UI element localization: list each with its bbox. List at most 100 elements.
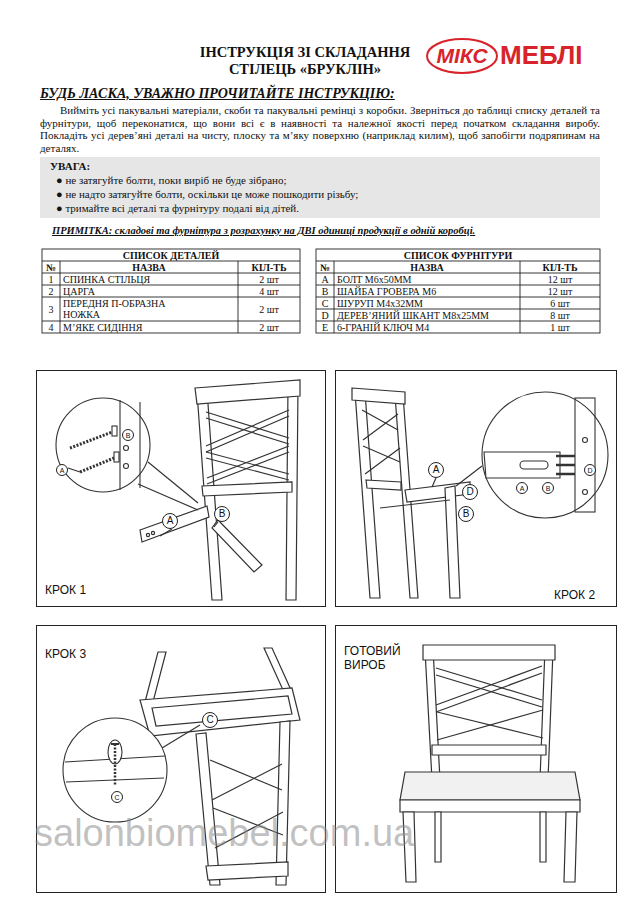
chair-step3-part (264, 648, 291, 690)
table-cell: 6 шт (520, 297, 600, 309)
chair-step3-part (210, 760, 282, 790)
chair-finished-part (432, 745, 546, 755)
chair-finished-part (436, 673, 542, 712)
table-grid-part (316, 249, 600, 333)
table-cell: 4 (42, 321, 60, 333)
table-cell: 12 шт (520, 285, 600, 297)
chair-step1-part (202, 482, 292, 496)
table-grid-part (334, 261, 335, 333)
table-cell: 2 шт (238, 321, 300, 333)
magnifier-step1-part (139, 402, 140, 488)
magnifier-step3 (63, 718, 167, 822)
table-cell: E (316, 321, 334, 333)
table-cell: ЦАРГА (60, 285, 238, 297)
callout-letter: A (520, 485, 525, 492)
table-grid-part (316, 297, 600, 298)
table-grid-part (316, 321, 600, 322)
chair-finished-part (540, 812, 546, 862)
chair-step3-part (145, 652, 166, 702)
table-grid-part (60, 261, 61, 333)
table-cell: 2 (42, 285, 60, 297)
table-cell: 6-ГРАНІЙ КЛЮЧ М4 (334, 321, 520, 333)
callout-letter: B (126, 432, 131, 439)
table-cell: ДЕРЕВ’ЯНИЙ ШКАНТ М8х25ММ (334, 309, 520, 321)
chair-finished-part (425, 648, 440, 780)
table-cell: C (316, 297, 334, 309)
chair-step1-part (148, 462, 198, 503)
table-header: КІЛ-ТЬ (520, 261, 600, 273)
warning-band: УВАГА:● не затягуйте болти, поки виріб н… (40, 157, 600, 218)
chair-finished-part (564, 812, 577, 882)
chair-step1-part (206, 452, 289, 474)
brand-logo: МІКС (427, 44, 497, 68)
magnifier-step1-part (68, 468, 80, 472)
table-cell: ПЕРЕДНЯ П-ОБРАЗНА НОЖКА (60, 297, 238, 321)
chair-step1-part (206, 410, 289, 446)
step-label: КРОК 3 (45, 647, 86, 661)
chair-step2-part (355, 392, 380, 598)
magnifier-step2 (482, 392, 608, 518)
step-label: КРОК 2 (554, 588, 595, 602)
callout-circle: A (516, 482, 528, 494)
table-cell: B (316, 285, 334, 297)
chair-step1-part (160, 529, 172, 536)
magnifier-step2-part (556, 455, 575, 458)
warning-item: ● не надто затягуйте болти, оскільки це … (50, 187, 590, 201)
callout-circle: B (458, 506, 474, 522)
chair-step3-part (152, 696, 292, 726)
chair-step2-part (366, 480, 401, 490)
chair-step3-part (276, 721, 290, 885)
chair-step1-part (146, 533, 149, 536)
warning-item: ● тримайте всі деталі та фурнітуру подал… (50, 201, 590, 215)
table-header: НАЗВА (334, 261, 520, 273)
table-cell: 1 (42, 273, 60, 285)
chair-step1-part (206, 416, 289, 452)
table-grid-part (42, 285, 300, 286)
table-header: КІЛ-ТЬ (238, 261, 300, 273)
chair-step1-part (140, 506, 209, 542)
chair-step1-part (195, 380, 300, 404)
chair-finished-part (437, 710, 543, 740)
chair-finished-part (435, 812, 441, 862)
table-cell: М’ЯКЕ СИДІННЯ (60, 321, 238, 333)
magnifier-step3-part (114, 744, 117, 786)
table-grid-part (42, 321, 300, 322)
intro-paragraph: Вийміть усі пакувальні матеріали, скоби … (40, 104, 600, 154)
magnifier-step1-part (70, 432, 112, 448)
chair-step2-part (380, 500, 450, 508)
magnifier-step2-part (575, 398, 595, 512)
table-grid-part (42, 297, 300, 298)
chair-step1-part (207, 452, 289, 484)
band-heading: УВАГА: (50, 159, 590, 173)
callout-letter: C (206, 715, 213, 725)
callout-letter: D (466, 487, 473, 497)
chair-step2-part (365, 448, 400, 474)
callout-letter: A (167, 516, 174, 526)
warning-heading: БУДЬ ЛАСКА, УВАЖНО ПРОЧИТАЙТЕ ІНСТРУКЦІЮ… (40, 86, 395, 102)
table-grid-part (42, 261, 300, 262)
table-grid-part (316, 309, 600, 310)
table-cell: 8 шт (520, 309, 600, 321)
step-panel: КРОК 2ADBABD (335, 370, 617, 607)
callout-letter: B (546, 485, 551, 492)
document-title: ІНСТРУКЦІЯ ЗІ СКЛАДАННЯ СТІЛЕЦЬ «БРУКЛІН… (185, 44, 425, 78)
chair-finished-part (540, 648, 553, 780)
chair-step1-part (214, 522, 218, 527)
table-header: № (316, 261, 334, 273)
chair-step2-part (432, 478, 436, 487)
table-cell: 2 шт (238, 273, 300, 285)
callout-circle: A (56, 464, 68, 476)
magnifier-step2-part (520, 461, 548, 469)
step-label: ГОТОВИЙ ВИРОБ (344, 644, 424, 672)
table-grid-part (42, 273, 300, 274)
callout-circle: B (122, 429, 134, 441)
chair-step2-part (363, 414, 398, 440)
chair-step3-part (140, 688, 300, 736)
callout-circle: B (214, 506, 230, 522)
chair-step2-part (456, 466, 482, 486)
table-cell: СПИНКА СТІЛЬЦЯ (60, 273, 238, 285)
callout-circle: D (584, 464, 596, 476)
table-cell: D (316, 309, 334, 321)
magnifier-step1-part (114, 452, 119, 462)
logo-oval-part (427, 39, 497, 73)
